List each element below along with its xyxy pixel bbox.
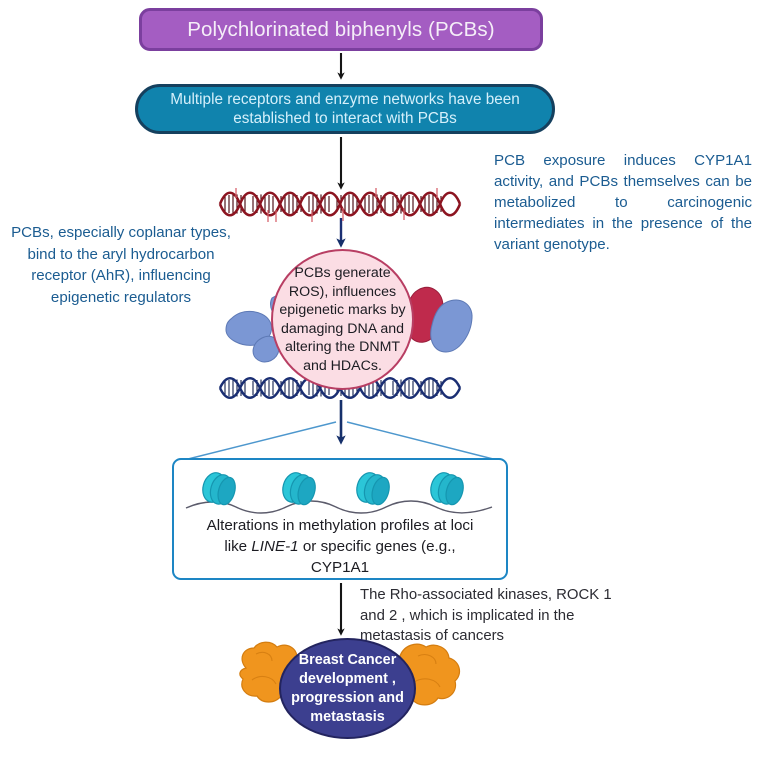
methylation-profile-label: Alterations in methylation profiles at l… <box>182 515 498 578</box>
breast-cancer-outcome-ellipse[interactable]: Breast Cancer development , progression … <box>279 638 416 739</box>
ros-epigenetics-ellipse[interactable]: PCBs generate ROS), influences epigeneti… <box>271 249 414 390</box>
pcb-title-label: Polychlorinated biphenyls (PCBs) <box>187 17 495 41</box>
protein-blob-blue-right-icon <box>430 299 473 353</box>
ros-epigenetics-label: PCBs generate ROS), influences epigeneti… <box>279 265 406 374</box>
receptor-network-label: Multiple receptors and enzyme networks h… <box>170 91 520 127</box>
annotation-cyp1a1: PCB exposure induces CYP1A1 activity, an… <box>494 152 752 253</box>
methylation-line-1: Alterations in methylation profiles at l… <box>206 517 474 534</box>
methylation-profile-box[interactable]: Alterations in methylation profiles at l… <box>172 458 508 580</box>
nucleosome-strand-graphic <box>185 472 493 514</box>
methylation-line-3: CYP1A1 <box>310 559 370 576</box>
magnify-funnel <box>175 421 506 463</box>
methylation-line-2-pre: like <box>224 538 252 555</box>
methylation-line-2-italic: LINE-1 <box>251 538 299 555</box>
annotation-rock: The Rho-associated kinases, ROCK 1 and 2… <box>360 587 612 644</box>
breast-cancer-outcome-label: Breast Cancer development , progression … <box>291 651 404 725</box>
nucleosome-disk-icon <box>202 472 464 506</box>
dna-double-helix-red-icon <box>218 188 462 222</box>
receptor-network-box[interactable]: Multiple receptors and enzyme networks h… <box>135 84 555 134</box>
annotation-ahr: PCBs, especially coplanar types, bind to… <box>11 224 231 306</box>
methylation-line-2-post: or specific genes (e.g., <box>298 538 456 555</box>
pcb-title-box[interactable]: Polychlorinated biphenyls (PCBs) <box>139 8 543 51</box>
